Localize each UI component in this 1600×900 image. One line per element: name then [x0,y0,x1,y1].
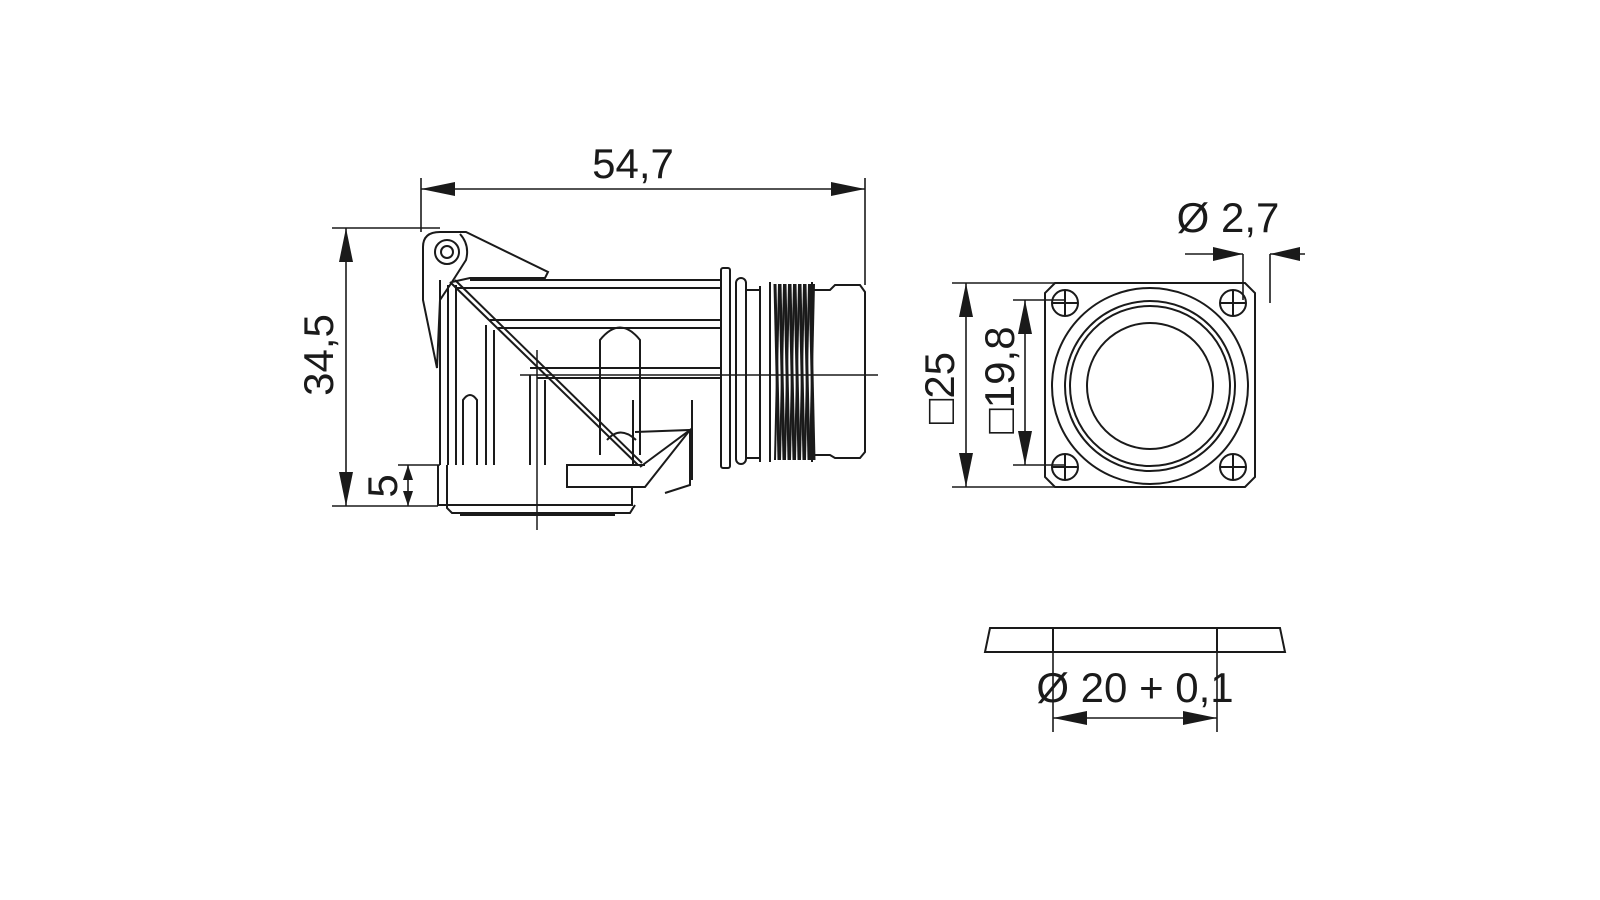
housing-body [437,267,761,516]
dimension-hole-spacing: □19,8 [976,299,1065,466]
seal-ring [1064,300,1236,472]
dimension-base: 5 [359,464,440,506]
thread-turn [784,283,790,461]
mounting-holes [1051,289,1247,481]
thread [769,282,816,462]
panel-section-left [983,627,1054,653]
mounting-hole [1219,453,1247,481]
dim-label-base: 5 [359,474,406,497]
pivot-pin [440,245,454,259]
bore [1086,322,1214,450]
locking-lever [422,231,550,369]
mounting-hole [1051,289,1079,317]
dim-label-height: 34,5 [295,314,342,396]
mounting-hole [1219,289,1247,317]
dim-label-length: 54,7 [592,140,674,187]
thread-turn [799,283,805,461]
flange-outline [1044,282,1256,488]
dim-label-hole-spacing: □19,8 [976,326,1023,433]
panel-cutout-section: Ø 20 + 0,1 [983,627,1287,732]
thread-turn [804,283,810,461]
thread-turn [789,283,795,461]
side-view: 54,7 34,5 5 [295,140,878,530]
dim-label-cutout: Ø 20 + 0,1 [1036,664,1233,711]
mounting-hole [1051,453,1079,481]
thread-turn [779,283,785,461]
thread-turn [794,283,800,461]
seal-ring-inner [1069,305,1231,467]
front-view: Ø 2,7 □25 □19,8 [916,194,1305,488]
thread-turn [774,283,780,461]
lever-pivot [434,239,460,265]
dimension-outer-square: □25 [916,282,1055,488]
dimension-height: 34,5 [295,227,440,507]
panel-section-right [1216,627,1287,653]
connector-nose [812,284,866,459]
outer-ring [1051,287,1249,485]
thread-turn [809,283,815,461]
dim-label-outer-square: □25 [916,352,963,424]
dimension-length: 54,7 [420,140,866,285]
dimension-hole: Ø 2,7 [1177,194,1305,303]
dim-label-hole: Ø 2,7 [1177,194,1280,241]
